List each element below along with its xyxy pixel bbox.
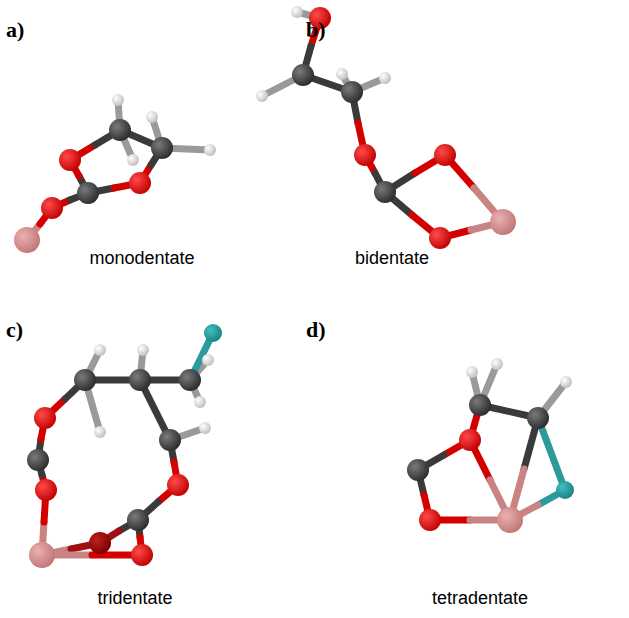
panel-letter: c) xyxy=(6,317,23,343)
denticity-label: tridentate xyxy=(97,588,172,609)
denticity-label: bidentate xyxy=(355,248,429,269)
panel-letter: d) xyxy=(306,317,326,343)
panel-letter: b) xyxy=(306,17,326,43)
panel-letter: a) xyxy=(6,17,24,43)
denticity-label: tetradentate xyxy=(432,588,528,609)
denticity-label: monodentate xyxy=(89,248,194,269)
